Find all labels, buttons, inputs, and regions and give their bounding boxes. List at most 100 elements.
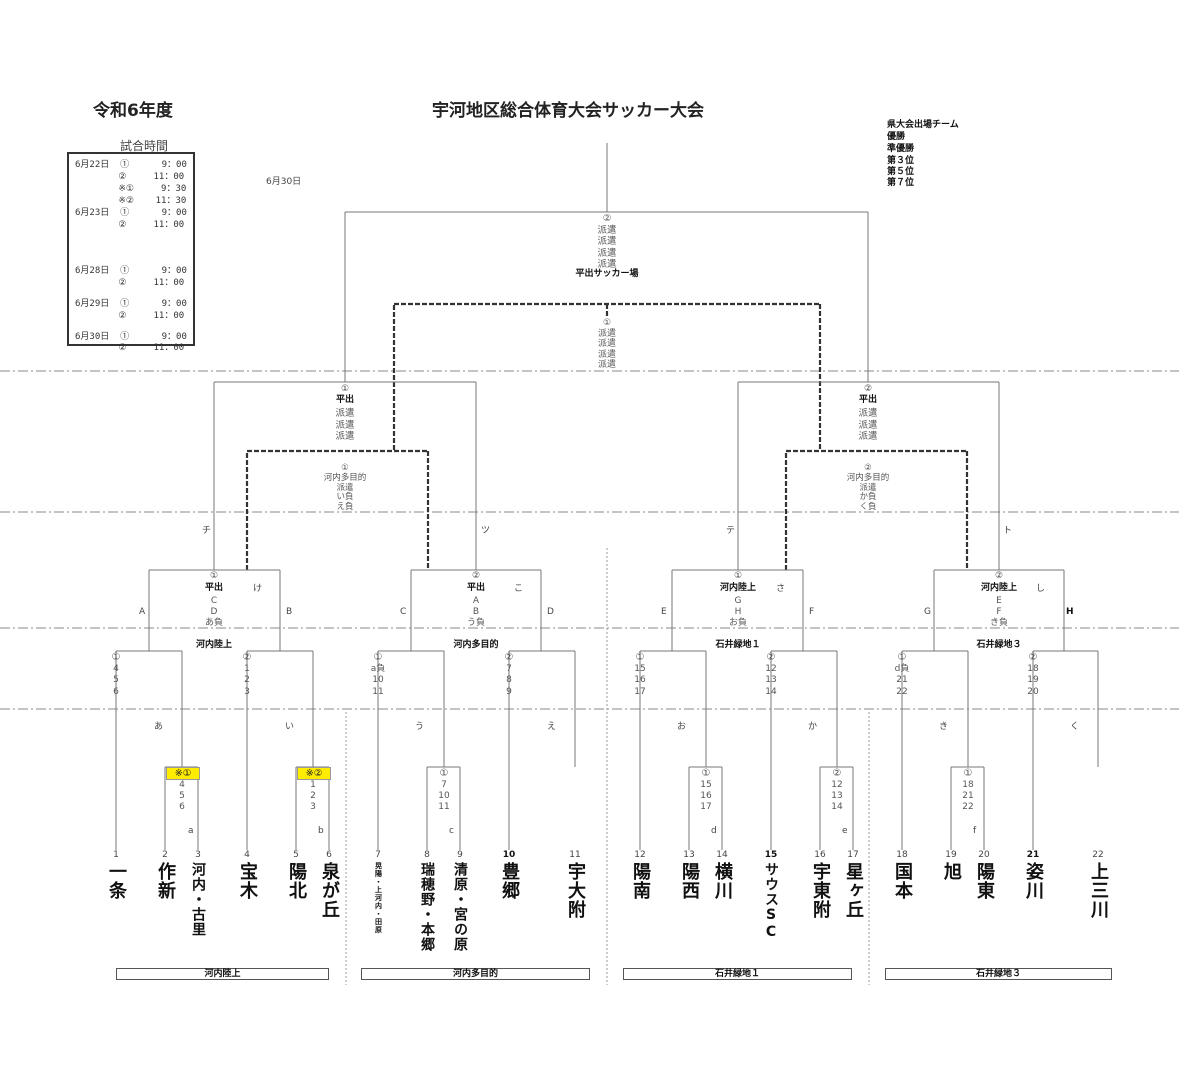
label-le: e [842, 826, 848, 836]
team-name: 瑞穂野・本郷 [419, 862, 435, 952]
bottom-venue-box: 石井緑地３ [885, 968, 1112, 980]
team-number: 16 [814, 850, 826, 860]
label-G: G [924, 607, 931, 617]
label-C: C [400, 607, 407, 617]
quarter-venue: 平出 [204, 583, 224, 593]
team-name: 横川 [712, 862, 733, 900]
fifth-right-info: ② 河内多目的 派遣 か負 く負 [846, 463, 890, 513]
schedule-row: ※② 11：30 [75, 196, 187, 206]
round1-highlight-match: ※② [297, 767, 331, 780]
label-o: お [677, 722, 687, 732]
bottom-venue-box: 河内陸上 [116, 968, 329, 980]
team-number: 20 [978, 850, 990, 860]
label-i: い [285, 722, 295, 732]
round2-refs: 12 13 14 [765, 664, 777, 697]
page-title: 宇河地区総合体育大会サッカー大会 [432, 101, 704, 121]
round1-match-no: ① [439, 768, 449, 779]
label-ko: こ [514, 584, 524, 594]
label-chi: チ [202, 526, 212, 536]
round1-refs: 12 13 14 [831, 780, 843, 812]
quarter-match: ① [209, 571, 219, 581]
team-name: 宇大附 [565, 862, 586, 919]
round2-match-no: ② [766, 652, 776, 663]
schedule-row: ※① 9：30 [75, 184, 187, 194]
team-name: 豊郷 [499, 862, 520, 900]
team-number: 14 [716, 850, 728, 860]
semi-right-match: ② [863, 384, 873, 394]
team-name: 旭 [941, 862, 962, 881]
year-label: 令和6年度 [93, 101, 173, 121]
team-number: 13 [683, 850, 695, 860]
quarter-match: ② [994, 571, 1004, 581]
semi-left-refs: 派遣 派遣 派遣 [335, 408, 355, 443]
team-name: 姿川 [1023, 862, 1044, 900]
quarter-refs: G H お負 [728, 596, 748, 628]
team-number: 5 [293, 850, 299, 860]
label-A: A [139, 607, 146, 617]
team-number: 18 [896, 850, 908, 860]
semi-left-match: ① [340, 384, 350, 394]
qualifier-2: 準優勝 [887, 144, 915, 154]
schedule-title: 試合時間 [120, 139, 169, 153]
team-number: 19 [945, 850, 957, 860]
label-a: あ [154, 722, 164, 732]
qualifier-5: 第５位 [887, 167, 915, 177]
team-name: 陽南 [630, 862, 651, 900]
schedule-row: 6月22日 ① 9：00 [75, 160, 187, 170]
final-date: 6月30日 [266, 177, 302, 187]
qualifier-1: 優勝 [887, 132, 906, 142]
team-number: 22 [1092, 850, 1104, 860]
schedule-row: 6月30日 ① 9：00 [75, 332, 187, 342]
round2-match-no: ② [504, 652, 514, 663]
label-D: D [547, 607, 554, 617]
round2-refs: 1 2 3 [244, 664, 250, 697]
round1-refs: 18 21 22 [962, 780, 974, 812]
team-number: 6 [326, 850, 332, 860]
team-name: 陽西 [679, 862, 700, 900]
round1-refs: 15 16 17 [700, 780, 712, 812]
team-number: 10 [502, 850, 516, 860]
label-H: H [1066, 607, 1074, 617]
label-E: E [661, 607, 667, 617]
label-lc: c [449, 826, 454, 836]
team-name: 泉が丘 [319, 862, 340, 919]
team-number: 2 [162, 850, 168, 860]
label-to: ト [1003, 526, 1013, 536]
team-number: 7 [375, 850, 381, 860]
round1-match-no: ① [963, 768, 973, 779]
round2-venue: 河内陸上 [195, 640, 233, 650]
quarter-venue: 河内陸上 [719, 583, 757, 593]
team-number: 1 [113, 850, 119, 860]
label-ld: d [711, 826, 717, 836]
quarter-match: ① [733, 571, 743, 581]
round2-match-no: ① [897, 652, 907, 663]
team-number: 21 [1026, 850, 1040, 860]
bottom-venue-box: 河内多目的 [361, 968, 590, 980]
quarter-refs: E F き負 [989, 596, 1009, 628]
quarter-refs: C D あ負 [204, 596, 224, 628]
round2-refs: 18 19 20 [1027, 664, 1039, 697]
schedule-row: ② 11：00 [75, 172, 185, 182]
round2-match-no: ① [635, 652, 645, 663]
label-ka: か [808, 722, 818, 732]
round2-refs: 15 16 17 [634, 664, 646, 697]
label-sa: さ [776, 584, 786, 594]
team-number: 11 [569, 850, 581, 860]
team-name: 星ヶ丘 [843, 862, 864, 919]
round2-refs: 4 5 6 [113, 664, 119, 697]
team-name: 宇東附 [810, 862, 831, 919]
fifth-left-info: ① 河内多目的 派遣 い負 え負 [323, 463, 367, 513]
final-venue: 平出サッカー場 [575, 269, 639, 279]
round2-refs: 7 8 9 [506, 664, 512, 697]
label-shi: し [1036, 584, 1046, 594]
round1-match-no: ② [832, 768, 842, 779]
bottom-venue-box: 石井緑地１ [623, 968, 852, 980]
label-B: B [286, 607, 293, 617]
schedule-row: ② 11：00 [75, 343, 185, 353]
schedule-row: ② 11：00 [75, 220, 185, 230]
team-number: 17 [847, 850, 859, 860]
semi-left-venue: 平出 [335, 395, 355, 405]
round1-refs: 4 5 6 [179, 780, 185, 812]
